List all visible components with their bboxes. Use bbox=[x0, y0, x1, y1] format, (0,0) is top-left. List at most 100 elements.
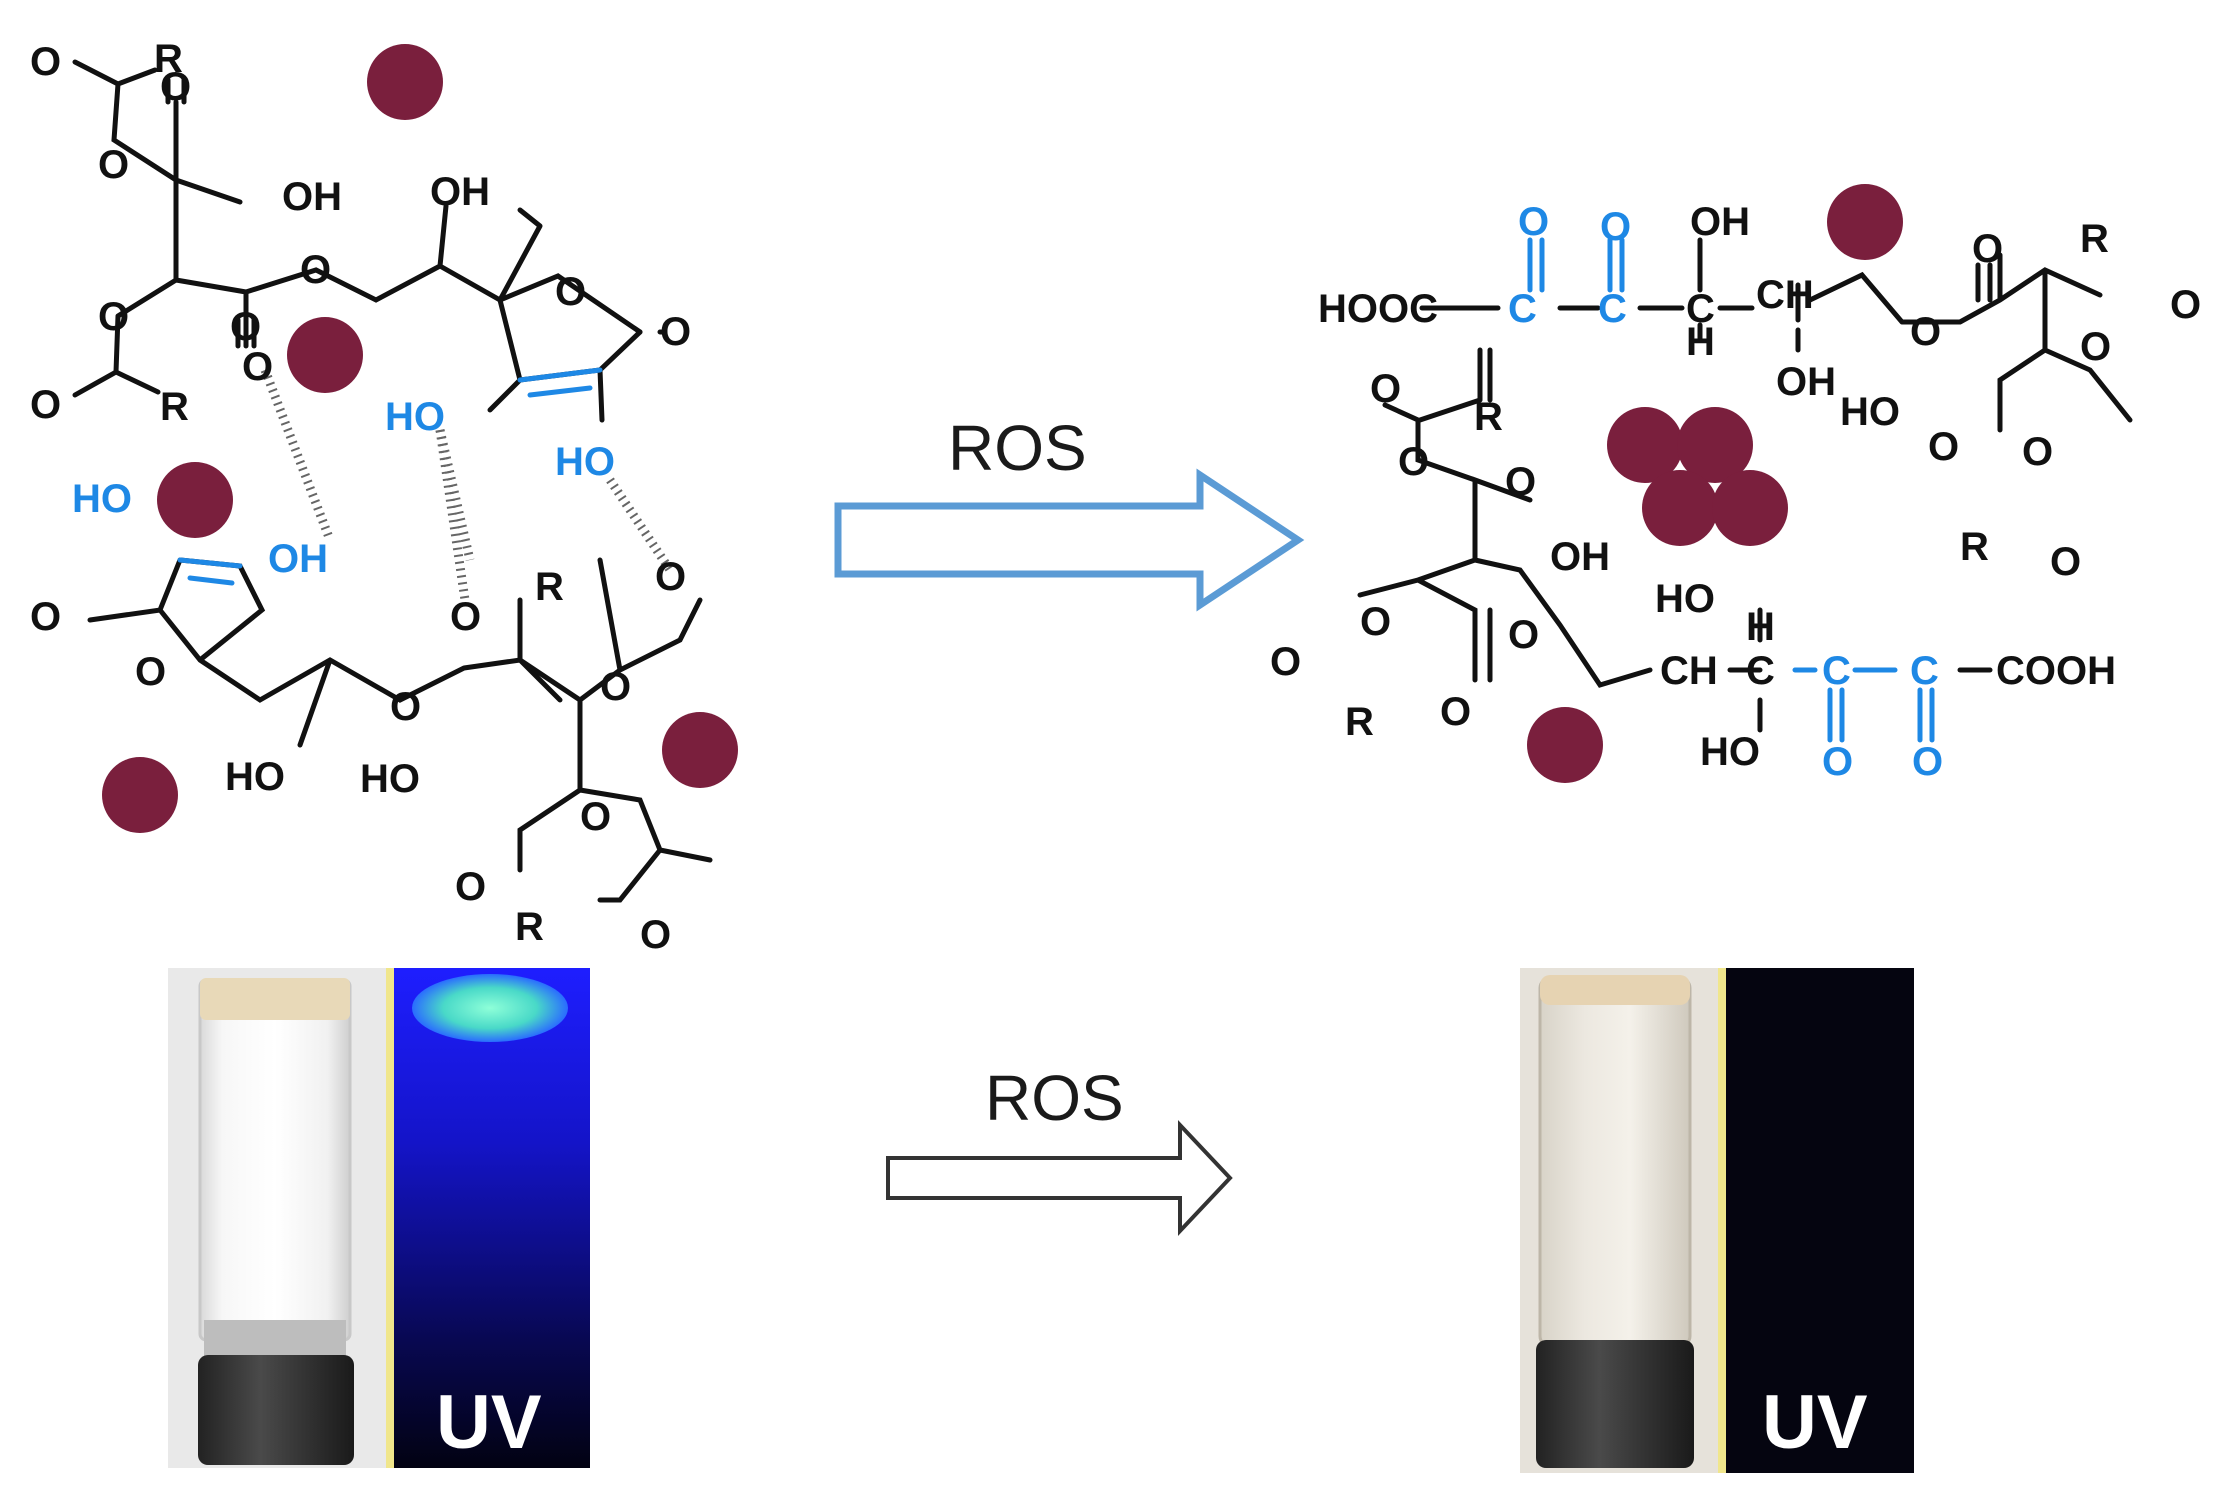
label: O bbox=[1912, 740, 1943, 784]
label: C bbox=[1686, 287, 1715, 331]
divider bbox=[1718, 968, 1726, 1473]
label: R bbox=[1960, 525, 1989, 569]
label: O bbox=[1822, 740, 1853, 784]
label: O bbox=[1360, 600, 1391, 644]
label: O bbox=[242, 345, 273, 389]
label: O bbox=[600, 665, 631, 709]
label: R bbox=[160, 385, 189, 429]
label: C bbox=[1598, 287, 1627, 331]
divider bbox=[386, 968, 394, 1468]
label: HO bbox=[1655, 577, 1715, 621]
label: O bbox=[1270, 640, 1301, 684]
label: O bbox=[390, 685, 421, 729]
left-vial-gel-top bbox=[200, 978, 350, 1020]
label: HO bbox=[72, 477, 132, 521]
label: O bbox=[1370, 367, 1401, 411]
left-uv-glow-top bbox=[412, 974, 568, 1042]
left-vial-neck bbox=[204, 1320, 346, 1360]
label: R bbox=[1345, 700, 1374, 744]
nanoparticle-dot bbox=[367, 44, 443, 120]
label: O bbox=[30, 383, 61, 427]
label: O bbox=[555, 270, 586, 314]
nanoparticle-dot bbox=[662, 712, 738, 788]
bottom-arrow-label: ROS bbox=[985, 1062, 1124, 1134]
label: C bbox=[1822, 649, 1851, 693]
nanoparticle-dot bbox=[1677, 407, 1753, 483]
label: O bbox=[230, 305, 261, 349]
left-vial-glass bbox=[198, 978, 352, 1342]
label: O bbox=[1505, 460, 1536, 504]
right-vial-photo: UV bbox=[1520, 968, 1914, 1473]
label: O bbox=[160, 65, 191, 109]
label: O bbox=[2170, 283, 2201, 327]
bottom-reaction-arrow: ROS bbox=[886, 1062, 1233, 1237]
label: O bbox=[2022, 430, 2053, 474]
right-uv-panel bbox=[1726, 968, 1914, 1473]
label: O bbox=[640, 913, 671, 957]
label: O bbox=[300, 248, 331, 292]
label: O bbox=[98, 143, 129, 187]
left-uv-label: UV bbox=[436, 1380, 542, 1465]
label: CH bbox=[1660, 649, 1718, 693]
label: HO bbox=[1700, 730, 1760, 774]
label: O bbox=[580, 795, 611, 839]
label: HOOC bbox=[1318, 287, 1438, 331]
right-uv-label: UV bbox=[1762, 1380, 1868, 1465]
label: R bbox=[515, 905, 544, 949]
label: O bbox=[1910, 310, 1941, 354]
left-vial-photo: UV bbox=[168, 968, 590, 1468]
label: O bbox=[1600, 205, 1631, 249]
label: O bbox=[1972, 227, 2003, 271]
label: H bbox=[1686, 320, 1715, 364]
label: OH bbox=[1690, 200, 1750, 244]
nanoparticle-dot bbox=[1527, 707, 1603, 783]
nanoparticle-dot bbox=[102, 757, 178, 833]
top-arrow-label: ROS bbox=[948, 412, 1087, 484]
right-molecule-structure: HOOC C C O O OH C H CH OH O O R O O HO O… bbox=[1270, 184, 2201, 784]
label: OH bbox=[1776, 360, 1836, 404]
nanoparticle-dot bbox=[287, 317, 363, 393]
nanoparticle-dot bbox=[157, 462, 233, 538]
label: HO bbox=[225, 755, 285, 799]
left-vial-cap bbox=[198, 1355, 354, 1465]
label: C bbox=[1746, 649, 1775, 693]
label: O bbox=[660, 310, 691, 354]
label: H bbox=[1746, 605, 1775, 649]
nanoparticle-dot bbox=[1712, 470, 1788, 546]
label: OH bbox=[1550, 535, 1610, 579]
label: R bbox=[154, 37, 183, 81]
label: OH bbox=[268, 537, 328, 581]
label: O bbox=[1398, 440, 1429, 484]
top-reaction-arrow: ROS bbox=[834, 412, 1305, 612]
label: HO bbox=[555, 440, 615, 484]
left-uv-panel bbox=[394, 968, 590, 1468]
label: O bbox=[1518, 200, 1549, 244]
label: O bbox=[1508, 613, 1539, 657]
label: R bbox=[1474, 395, 1503, 439]
label: HO bbox=[360, 757, 420, 801]
label: O bbox=[1440, 690, 1471, 734]
label: O bbox=[30, 595, 61, 639]
right-vial-cap bbox=[1536, 1340, 1694, 1468]
nanoparticle-dot bbox=[1827, 184, 1903, 260]
label: HO bbox=[385, 395, 445, 439]
label: O bbox=[2080, 325, 2111, 369]
label: O bbox=[455, 865, 486, 909]
label: O bbox=[30, 40, 61, 84]
label: OH bbox=[282, 175, 342, 219]
label: CH bbox=[1756, 273, 1814, 317]
label: O bbox=[1928, 425, 1959, 469]
label: COOH bbox=[1996, 649, 2116, 693]
label: R bbox=[535, 565, 564, 609]
label: C bbox=[1508, 287, 1537, 331]
label: OH bbox=[430, 170, 490, 214]
label: R bbox=[2080, 217, 2109, 261]
label: C bbox=[1910, 649, 1939, 693]
label: O bbox=[98, 295, 129, 339]
label: O bbox=[2050, 540, 2081, 584]
nanoparticle-dot bbox=[1607, 407, 1683, 483]
label: O bbox=[450, 595, 481, 639]
nanoparticle-dot bbox=[1642, 470, 1718, 546]
